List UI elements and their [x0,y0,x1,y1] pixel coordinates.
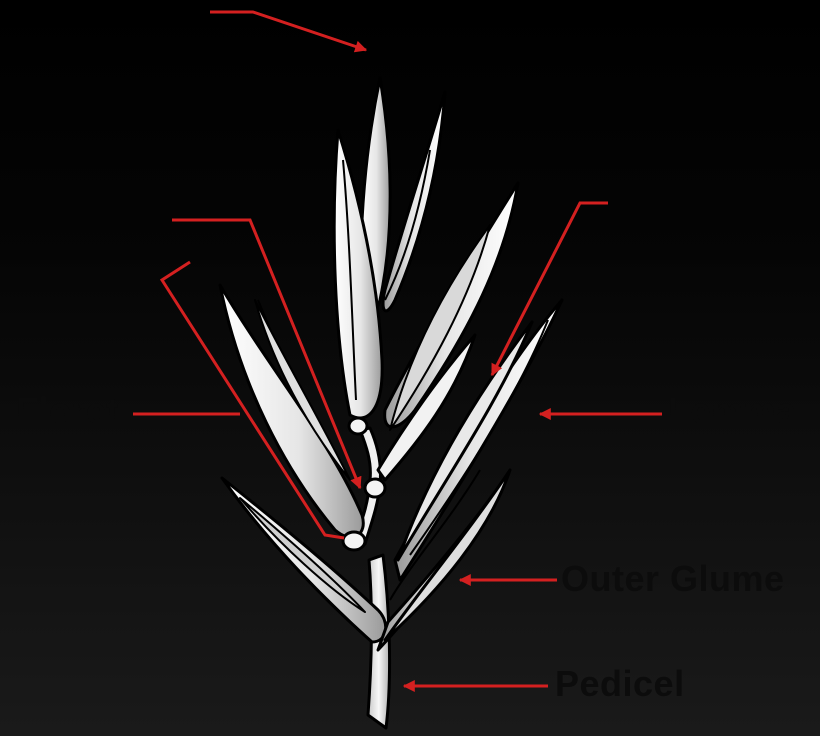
node-upper [349,418,367,434]
pedicel-label: Pedicel [555,666,685,702]
floret-label: Floret [16,393,119,429]
outer-glume-label: Outer Glume [561,561,785,597]
lemma-label: Lemma [668,393,797,429]
node-lower [343,532,365,550]
arrow-icon [492,203,608,375]
spikelet-illustration [220,78,562,728]
arrow-icon [210,12,366,50]
node-mid [365,479,385,497]
